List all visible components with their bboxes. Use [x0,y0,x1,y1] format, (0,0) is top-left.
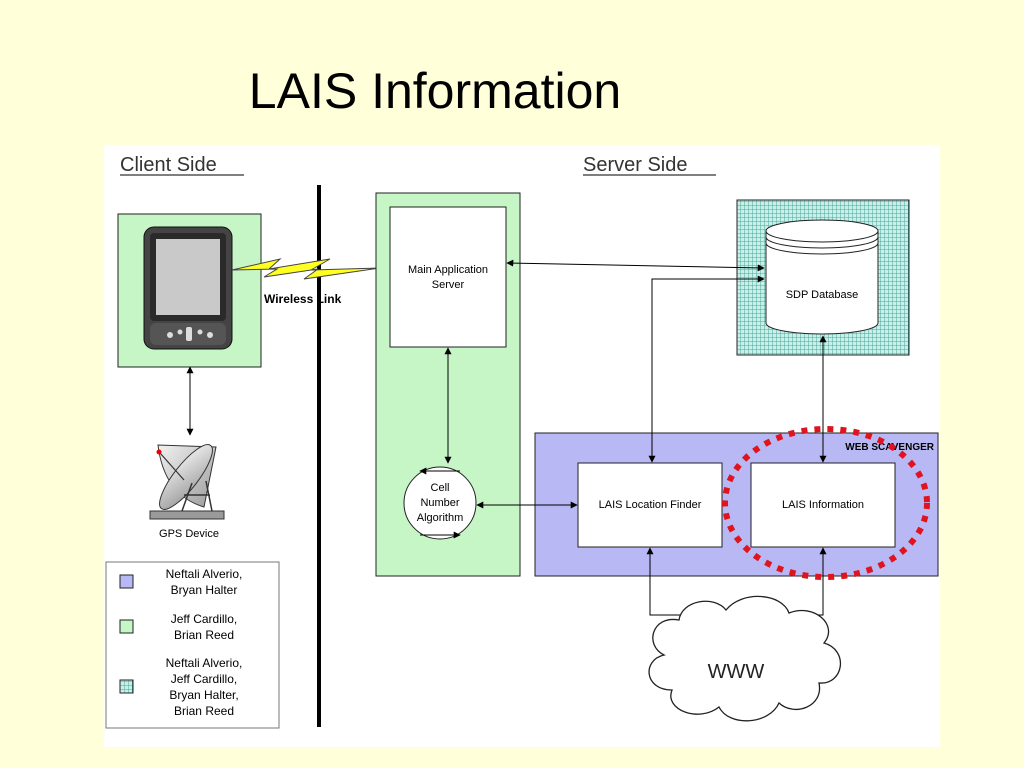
finder-www-connector [646,547,691,619]
legend-item-1-line-2: Bryan Halter [171,583,238,597]
main-app-server-label-line-1: Main Application [408,264,488,276]
legend: Neftali Alverio, Bryan Halter Jeff Cardi… [105,561,280,729]
highlight-ellipse [722,426,930,580]
gps-device-label: GPS Device [159,528,219,540]
db-finder-connector [648,275,765,463]
lais-information-box [750,462,896,548]
sdp-database-label: SDP Database [786,289,859,301]
legend-item-3-line-3: Bryan Halter, [169,688,238,702]
legend-item-3-line-1: Neftali Alverio, [166,656,243,670]
www-label: WWW [708,661,765,683]
legend-swatch-green [119,619,134,634]
legend-item-1-line-1: Neftali Alverio, [166,567,243,581]
legend-item-2-line-2: Brian Reed [174,628,234,642]
legend-item-3-line-4: Brian Reed [174,704,234,718]
cell-number-line-1: Cell [431,482,450,494]
server-side-heading: Server Side [583,154,688,176]
lais-information-label: LAIS Information [782,499,864,511]
cell-cycle-arrows [420,471,460,535]
wireless-link-label: Wireless Link [264,292,342,306]
legend-item-2-line-1: Jeff Cardillo, [171,612,237,626]
legend-swatch-hatched [119,679,134,694]
www-cloud-icon [648,595,841,722]
client-side-heading: Client Side [120,154,217,176]
main-app-server-label-line-2: Server [432,279,465,291]
database-cylinder-icon [765,219,879,335]
main-application-server-box [389,206,507,348]
legend-item-3-line-2: Jeff Cardillo, [171,672,237,686]
lais-location-finder-label: LAIS Location Finder [599,499,702,511]
legend-swatch-purple [119,574,134,589]
cell-number-line-2: Number [420,497,459,509]
architecture-diagram: Client Side Server Side Wireless Link GP… [104,145,940,747]
slide-title: LAIS Information [248,63,622,119]
cell-number-line-3: Algorithm [417,512,463,524]
gps-dish-icon [149,444,225,520]
pda-icon [143,226,233,350]
lais-location-finder-box [577,462,723,548]
server-db-connector [506,259,765,272]
